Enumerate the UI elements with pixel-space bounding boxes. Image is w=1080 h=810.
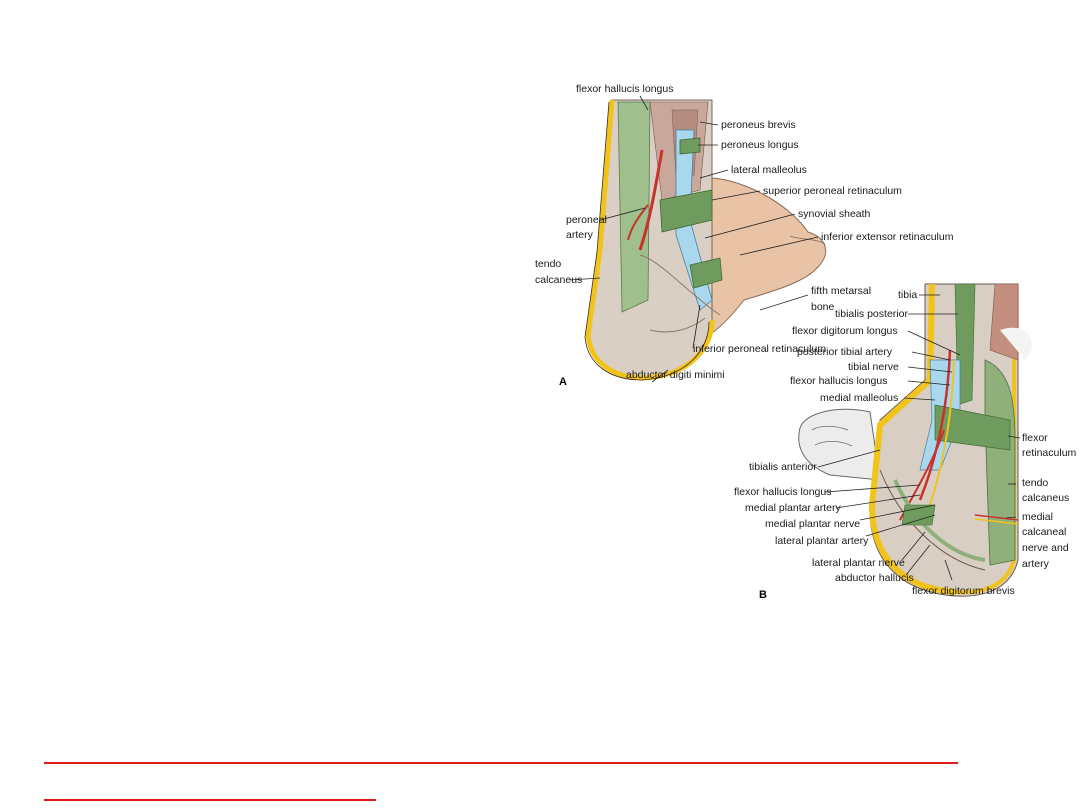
label-calcaneus: calcaneus <box>535 274 582 286</box>
label-abductor-hallucis: abductor hallucis <box>835 572 914 584</box>
label-flexor-digitorum-brevis: flexor digitorum brevis <box>912 585 1015 597</box>
label-lateral-plantar-nerve: lateral plantar nerve <box>812 557 905 569</box>
label-flexor-digitorum-longus: flexor digitorum longus <box>792 325 898 337</box>
label-medial-malleolus: medial malleolus <box>820 392 898 404</box>
label-flexor-hallucis-longus-b2: flexor hallucis longus <box>734 486 831 498</box>
label-flexor-hallucis-longus: flexor hallucis longus <box>576 83 673 95</box>
label-lateral-malleolus: lateral malleolus <box>731 164 807 176</box>
label-tendo-b: tendo <box>1022 477 1048 489</box>
label-tibial-nerve: tibial nerve <box>848 361 899 373</box>
label-flexor-hallucis-longus-b: flexor hallucis longus <box>790 375 887 387</box>
label-lateral-plantar-artery: lateral plantar artery <box>775 535 869 547</box>
label-flexor: flexor <box>1022 432 1048 444</box>
label-tibia: tibia <box>898 289 917 301</box>
label-nerve-and: nerve and <box>1022 542 1069 554</box>
label-medial: medial <box>1022 511 1053 523</box>
panel-a-labels: flexor hallucis longus peroneus brevis p… <box>535 83 954 388</box>
label-retinaculum: retinaculum <box>1022 447 1077 459</box>
panel-a-illustration <box>584 99 827 381</box>
panel-a-letter: A <box>559 376 567 388</box>
label-fifth-metatarsal: fifth metarsal <box>811 285 871 297</box>
label-calcaneus-b: calcaneus <box>1022 492 1069 504</box>
label-peroneus-longus: peroneus longus <box>721 139 799 151</box>
divider-rule-short <box>44 799 376 801</box>
panel-b-leader-lines <box>817 294 1021 581</box>
label-peroneal: peroneal <box>566 214 607 226</box>
label-tibialis-anterior: tibialis anterior <box>749 461 817 473</box>
label-calcaneal: calcaneal <box>1022 526 1066 538</box>
label-superior-peroneal-retinaculum: superior peroneal retinaculum <box>763 185 902 197</box>
label-tibialis-posterior: tibialis posterior <box>835 308 908 320</box>
divider-rule-long <box>44 762 958 764</box>
label-artery-b: artery <box>1022 558 1050 570</box>
label-synovial-sheath: synovial sheath <box>798 208 871 220</box>
label-posterior-tibial-artery: posterior tibial artery <box>797 346 893 358</box>
panel-b-letter: B <box>759 589 767 601</box>
panel-b-labels: tibia tibialis posterior flexor digitoru… <box>734 289 1077 601</box>
label-inferior-peroneal-retinaculum: inferior peroneal retinaculum <box>693 343 826 355</box>
panel-b-illustration <box>798 283 1032 597</box>
panel-a-leader-lines <box>569 95 819 383</box>
label-artery: artery <box>566 229 594 241</box>
label-abductor-digiti-minimi: abductor digiti minimi <box>626 369 725 381</box>
label-medial-plantar-artery: medial plantar artery <box>745 502 841 514</box>
label-inferior-extensor-retinaculum: inferior extensor retinaculum <box>821 231 954 243</box>
label-medial-plantar-nerve: medial plantar nerve <box>765 518 860 530</box>
label-tendo: tendo <box>535 258 561 270</box>
label-bone: bone <box>811 301 835 313</box>
label-peroneus-brevis: peroneus brevis <box>721 119 796 131</box>
